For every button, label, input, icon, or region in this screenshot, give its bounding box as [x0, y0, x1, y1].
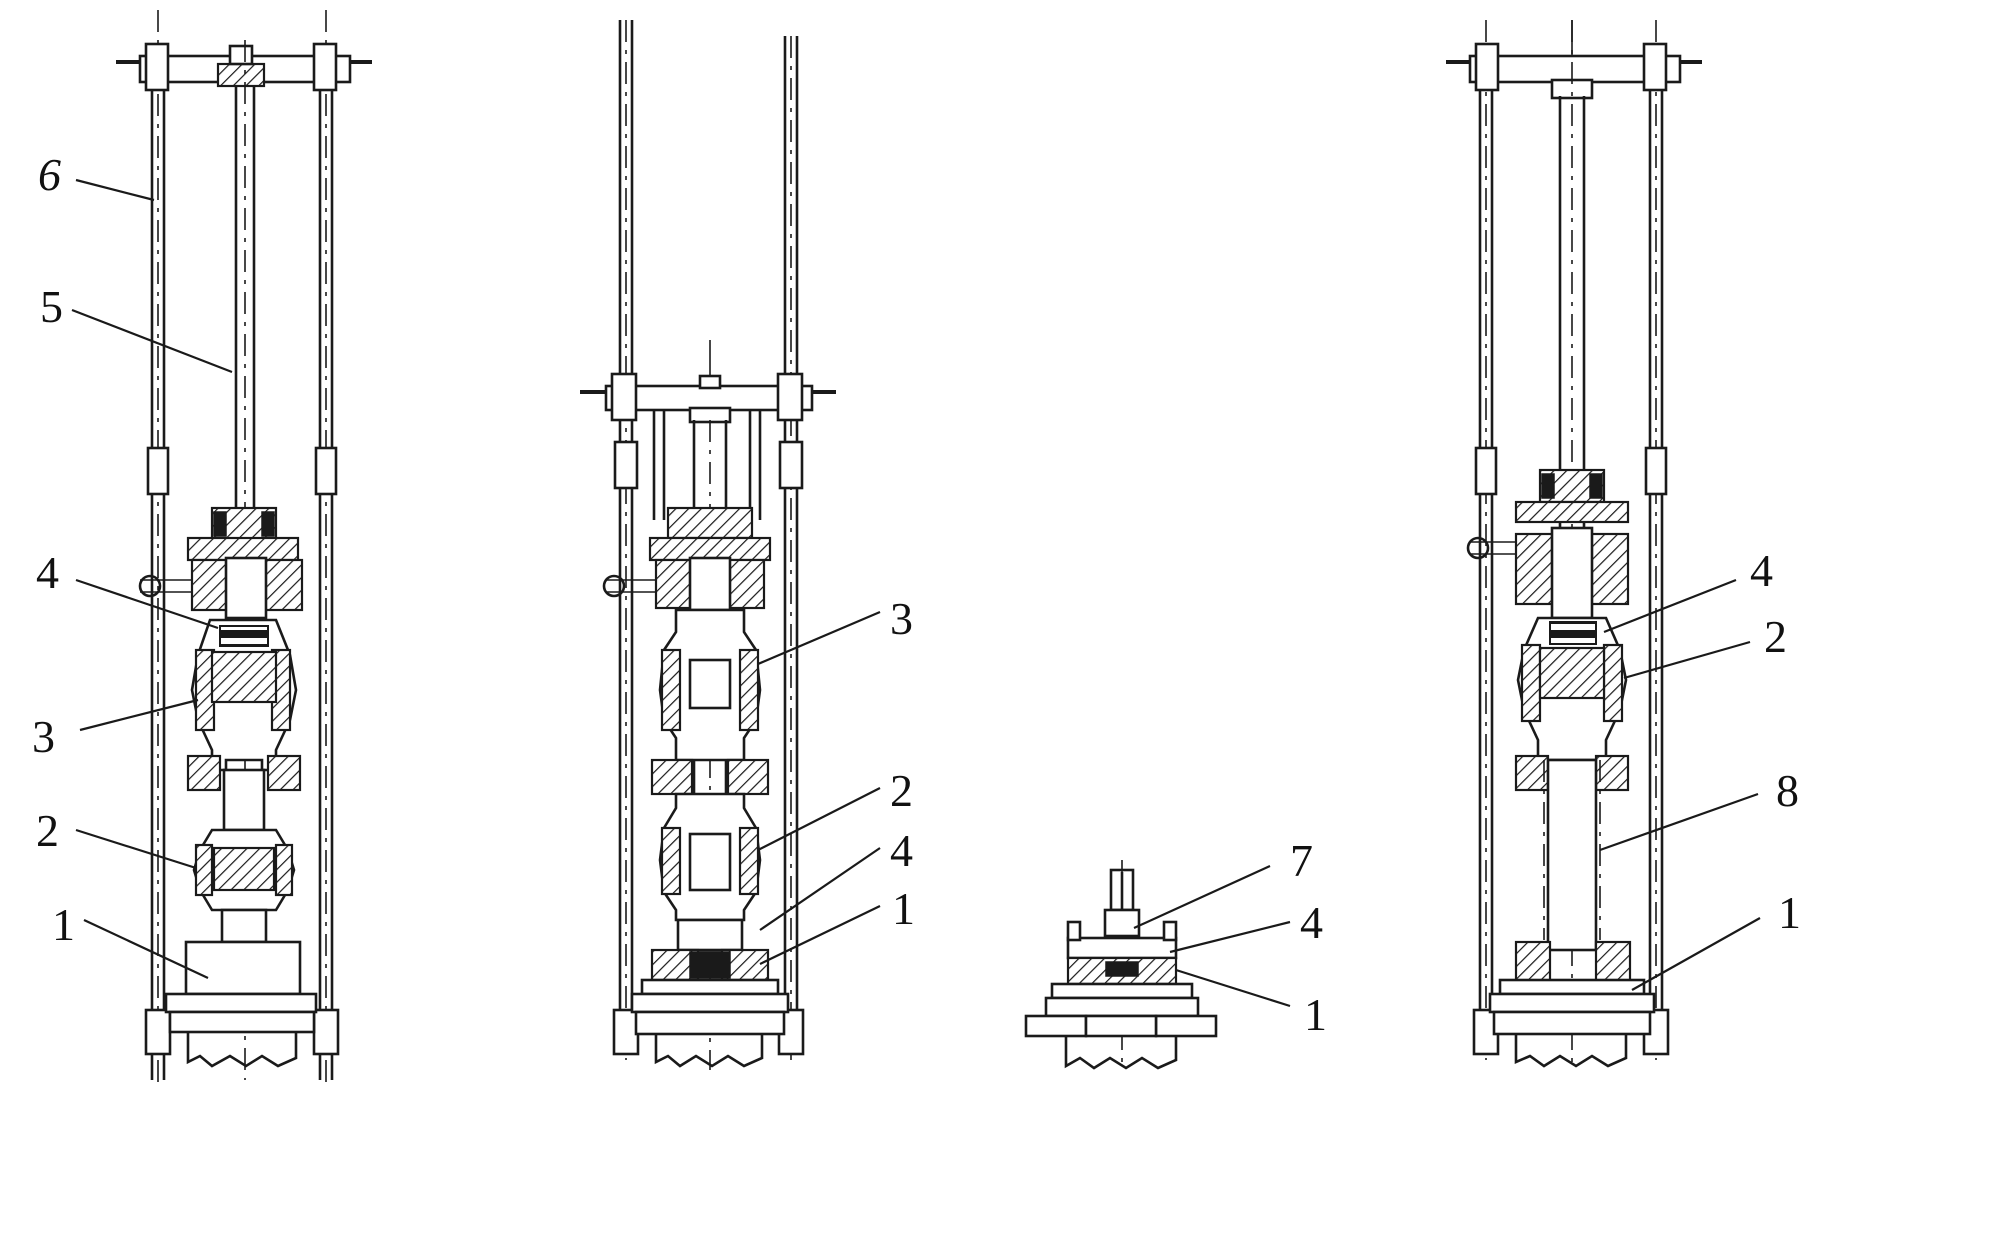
- base-a: [164, 940, 318, 1068]
- leader-a-5: [71, 308, 233, 374]
- top-crossbar-a: [116, 42, 372, 92]
- leader-lines: [71, 178, 1761, 1008]
- part-labels: 6 5 4 3 2 1 3 2 4 1 7 4 1 4 2 8 1: [32, 149, 1801, 1040]
- label-d-4: 4: [1750, 545, 1773, 596]
- leader-c-7: [1133, 864, 1271, 930]
- top-flange-a: [138, 506, 304, 620]
- label-c-4: 4: [1300, 897, 1323, 948]
- label-a-1: 1: [52, 899, 75, 950]
- leader-d-4: [1603, 578, 1737, 634]
- apparatus-c: [1024, 860, 1218, 1070]
- label-d-8: 8: [1776, 765, 1799, 816]
- label-d-1: 1: [1778, 887, 1801, 938]
- label-a-2: 2: [36, 805, 59, 856]
- tie-rod-a-right: [312, 10, 340, 1085]
- tie-rod-d-right: [1642, 20, 1670, 1060]
- leader-a-4: [75, 578, 219, 630]
- label-b-3: 3: [890, 593, 913, 644]
- leader-c-4: [1169, 920, 1291, 954]
- leader-d-8: [1599, 792, 1759, 852]
- label-a-6: 6: [38, 149, 61, 200]
- leader-d-1: [1631, 917, 1761, 991]
- leader-b-3: [757, 610, 881, 666]
- apparatus-b: [580, 20, 836, 1070]
- label-b-1: 1: [892, 883, 915, 934]
- leader-a-1: [83, 919, 209, 979]
- leader-c-1: [1175, 968, 1291, 1008]
- top-flange-b: [602, 506, 772, 612]
- label-a-5: 5: [40, 281, 63, 332]
- top-crossbar-b: [580, 340, 836, 424]
- leader-b-1: [759, 905, 881, 965]
- tie-rod-b-left: [612, 20, 640, 1060]
- label-d-2: 2: [1764, 611, 1787, 662]
- tie-rod-a-left: [144, 10, 172, 1085]
- leader-b-2: [757, 787, 881, 851]
- column-d: [1514, 616, 1632, 984]
- apparatus-a: [116, 10, 372, 1085]
- top-flange-d: [1466, 468, 1630, 620]
- column-a: [186, 618, 302, 944]
- top-crossbar-d: [1446, 20, 1702, 100]
- label-c-1: 1: [1304, 989, 1327, 1040]
- tie-rod-d-left: [1472, 20, 1500, 1060]
- base-d: [1488, 978, 1656, 1068]
- leader-a-3: [79, 698, 199, 732]
- leader-a-2: [75, 828, 197, 870]
- label-a-3: 3: [32, 711, 55, 762]
- leader-a-6: [75, 178, 155, 202]
- label-b-2: 2: [890, 765, 913, 816]
- label-c-7: 7: [1290, 835, 1313, 886]
- label-b-4: 4: [890, 825, 913, 876]
- base-b: [630, 978, 790, 1068]
- leader-d-2: [1623, 640, 1751, 680]
- column-b: [650, 608, 770, 982]
- tie-rod-b-right: [777, 36, 805, 1060]
- leader-b-4: [759, 847, 881, 931]
- apparatus-d: [1446, 20, 1702, 1070]
- label-a-4: 4: [36, 547, 59, 598]
